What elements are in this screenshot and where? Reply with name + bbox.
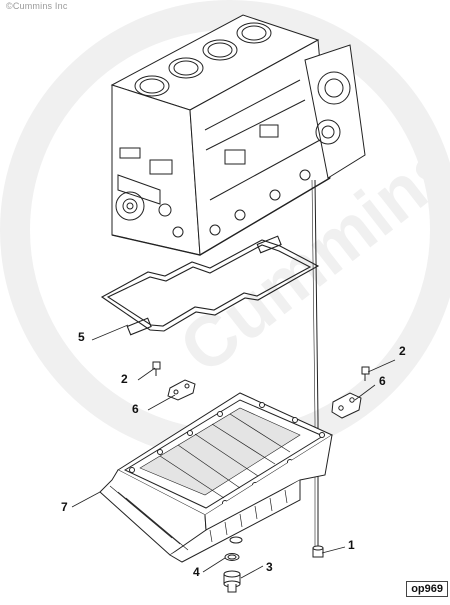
capscrew-right [361, 366, 370, 381]
callout-4: 4 [193, 565, 200, 579]
mounting-capscrew [312, 545, 324, 558]
figure-id-label: op969 [406, 581, 448, 597]
callout-5: 5 [78, 330, 85, 344]
callout-2-left: 2 [121, 372, 128, 386]
callout-6-right: 6 [379, 374, 386, 388]
oil-pan [99, 392, 334, 563]
drain-plug [223, 570, 241, 593]
leader-lines [71, 324, 396, 579]
callout-3: 3 [266, 560, 273, 574]
callout-6-left: 6 [132, 402, 139, 416]
capscrew-left [152, 361, 161, 376]
copyright-text: ©Cummins Inc [6, 1, 68, 11]
cover-plate-right [331, 392, 362, 419]
callout-7: 7 [61, 500, 68, 514]
callout-1: 1 [348, 538, 355, 552]
oil-pan-gasket [100, 235, 320, 336]
dipstick-tube [314, 179, 319, 548]
callout-2-right: 2 [399, 344, 406, 358]
engine-block [110, 14, 366, 256]
drain-plug-seal [224, 553, 240, 561]
